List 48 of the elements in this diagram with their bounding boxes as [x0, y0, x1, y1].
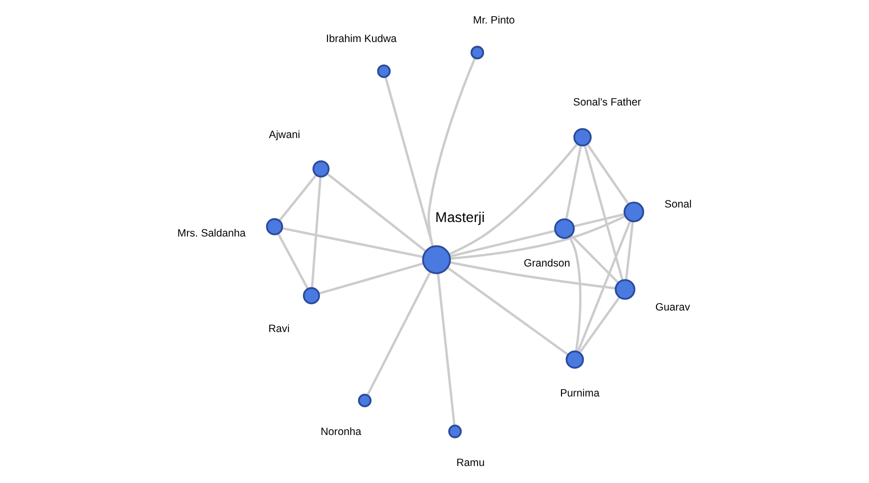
node-circle — [614, 278, 636, 300]
node-label: Purnima — [560, 386, 600, 399]
connector — [450, 260, 616, 289]
node-circle — [566, 350, 584, 368]
connector — [565, 144, 582, 219]
node-label: Masterji — [435, 208, 485, 225]
connector — [277, 232, 309, 289]
node-label: Sonal — [664, 198, 692, 210]
node-label: Sonal's Father — [573, 96, 642, 108]
node-label: Grandson — [524, 257, 570, 270]
connector — [578, 296, 620, 353]
node-label: Ajwani — [268, 128, 300, 140]
node-circle — [422, 244, 451, 274]
node-circle — [573, 128, 592, 146]
node-circle — [448, 424, 462, 438]
node-label: Guarav — [655, 300, 690, 313]
connector — [586, 142, 630, 204]
connector — [570, 234, 620, 283]
connector — [448, 142, 578, 255]
connector — [624, 220, 634, 280]
connector — [278, 174, 317, 221]
connector — [282, 226, 423, 258]
connector — [584, 144, 624, 280]
connector — [450, 214, 626, 260]
connector — [574, 212, 625, 227]
node-circle — [554, 218, 575, 238]
connector — [318, 262, 424, 294]
connector — [576, 220, 632, 352]
node-circle — [470, 45, 484, 59]
node-label: Mrs. Saldanha — [177, 226, 246, 239]
node-label: Ramu — [456, 456, 485, 468]
node-circle — [266, 218, 284, 235]
connector — [449, 229, 556, 258]
connector — [366, 271, 432, 395]
node-label: Ravi — [268, 322, 290, 334]
connector — [447, 266, 569, 356]
node-label: Mr. Pinto — [473, 14, 515, 26]
connector — [427, 57, 476, 246]
connector — [436, 272, 456, 425]
node-circle — [312, 160, 330, 177]
node-label: Noronha — [320, 425, 362, 438]
node-circle — [624, 201, 644, 222]
node-circle — [302, 286, 320, 304]
connector — [310, 176, 322, 288]
node-circle — [377, 64, 391, 78]
connector — [326, 172, 427, 252]
node-circle — [358, 393, 372, 407]
node-label: Ibrahim Kudwa — [326, 32, 397, 45]
